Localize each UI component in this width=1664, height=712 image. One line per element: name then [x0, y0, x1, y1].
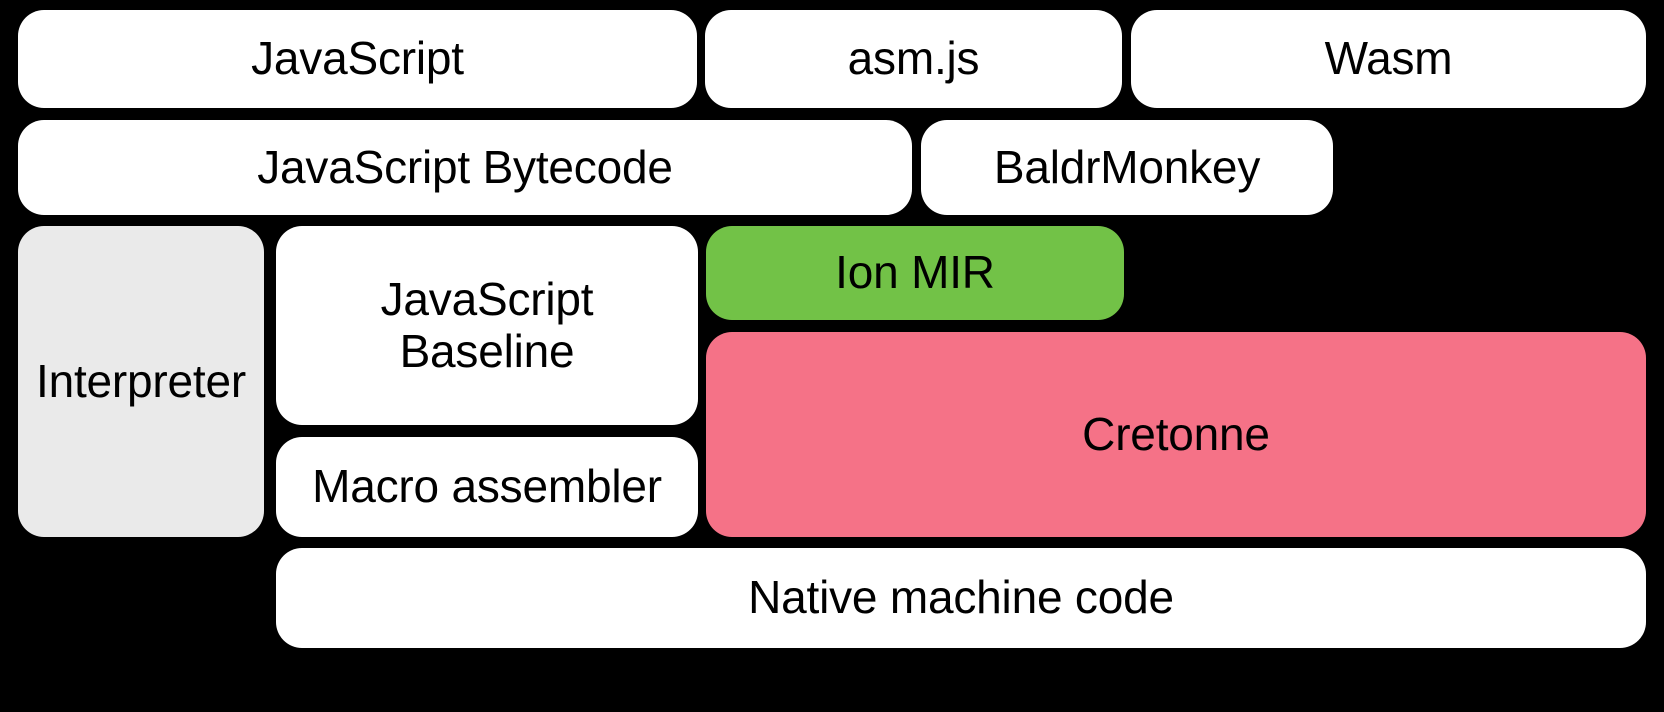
box-javascript-bytecode[interactable]: JavaScript Bytecode — [18, 120, 912, 215]
box-cretonne[interactable]: Cretonne — [706, 332, 1646, 537]
box-asm-js[interactable]: asm.js — [705, 10, 1122, 108]
box-javascript[interactable]: JavaScript — [18, 10, 697, 108]
box-interpreter[interactable]: Interpreter — [18, 226, 264, 537]
box-native-machine-code[interactable]: Native machine code — [276, 548, 1646, 648]
box-wasm[interactable]: Wasm — [1131, 10, 1646, 108]
box-baldrmonkey[interactable]: BaldrMonkey — [921, 120, 1333, 215]
box-ion-mir[interactable]: Ion MIR — [706, 226, 1124, 320]
box-macro-assembler[interactable]: Macro assembler — [276, 437, 698, 537]
box-javascript-baseline[interactable]: JavaScript Baseline — [276, 226, 698, 425]
